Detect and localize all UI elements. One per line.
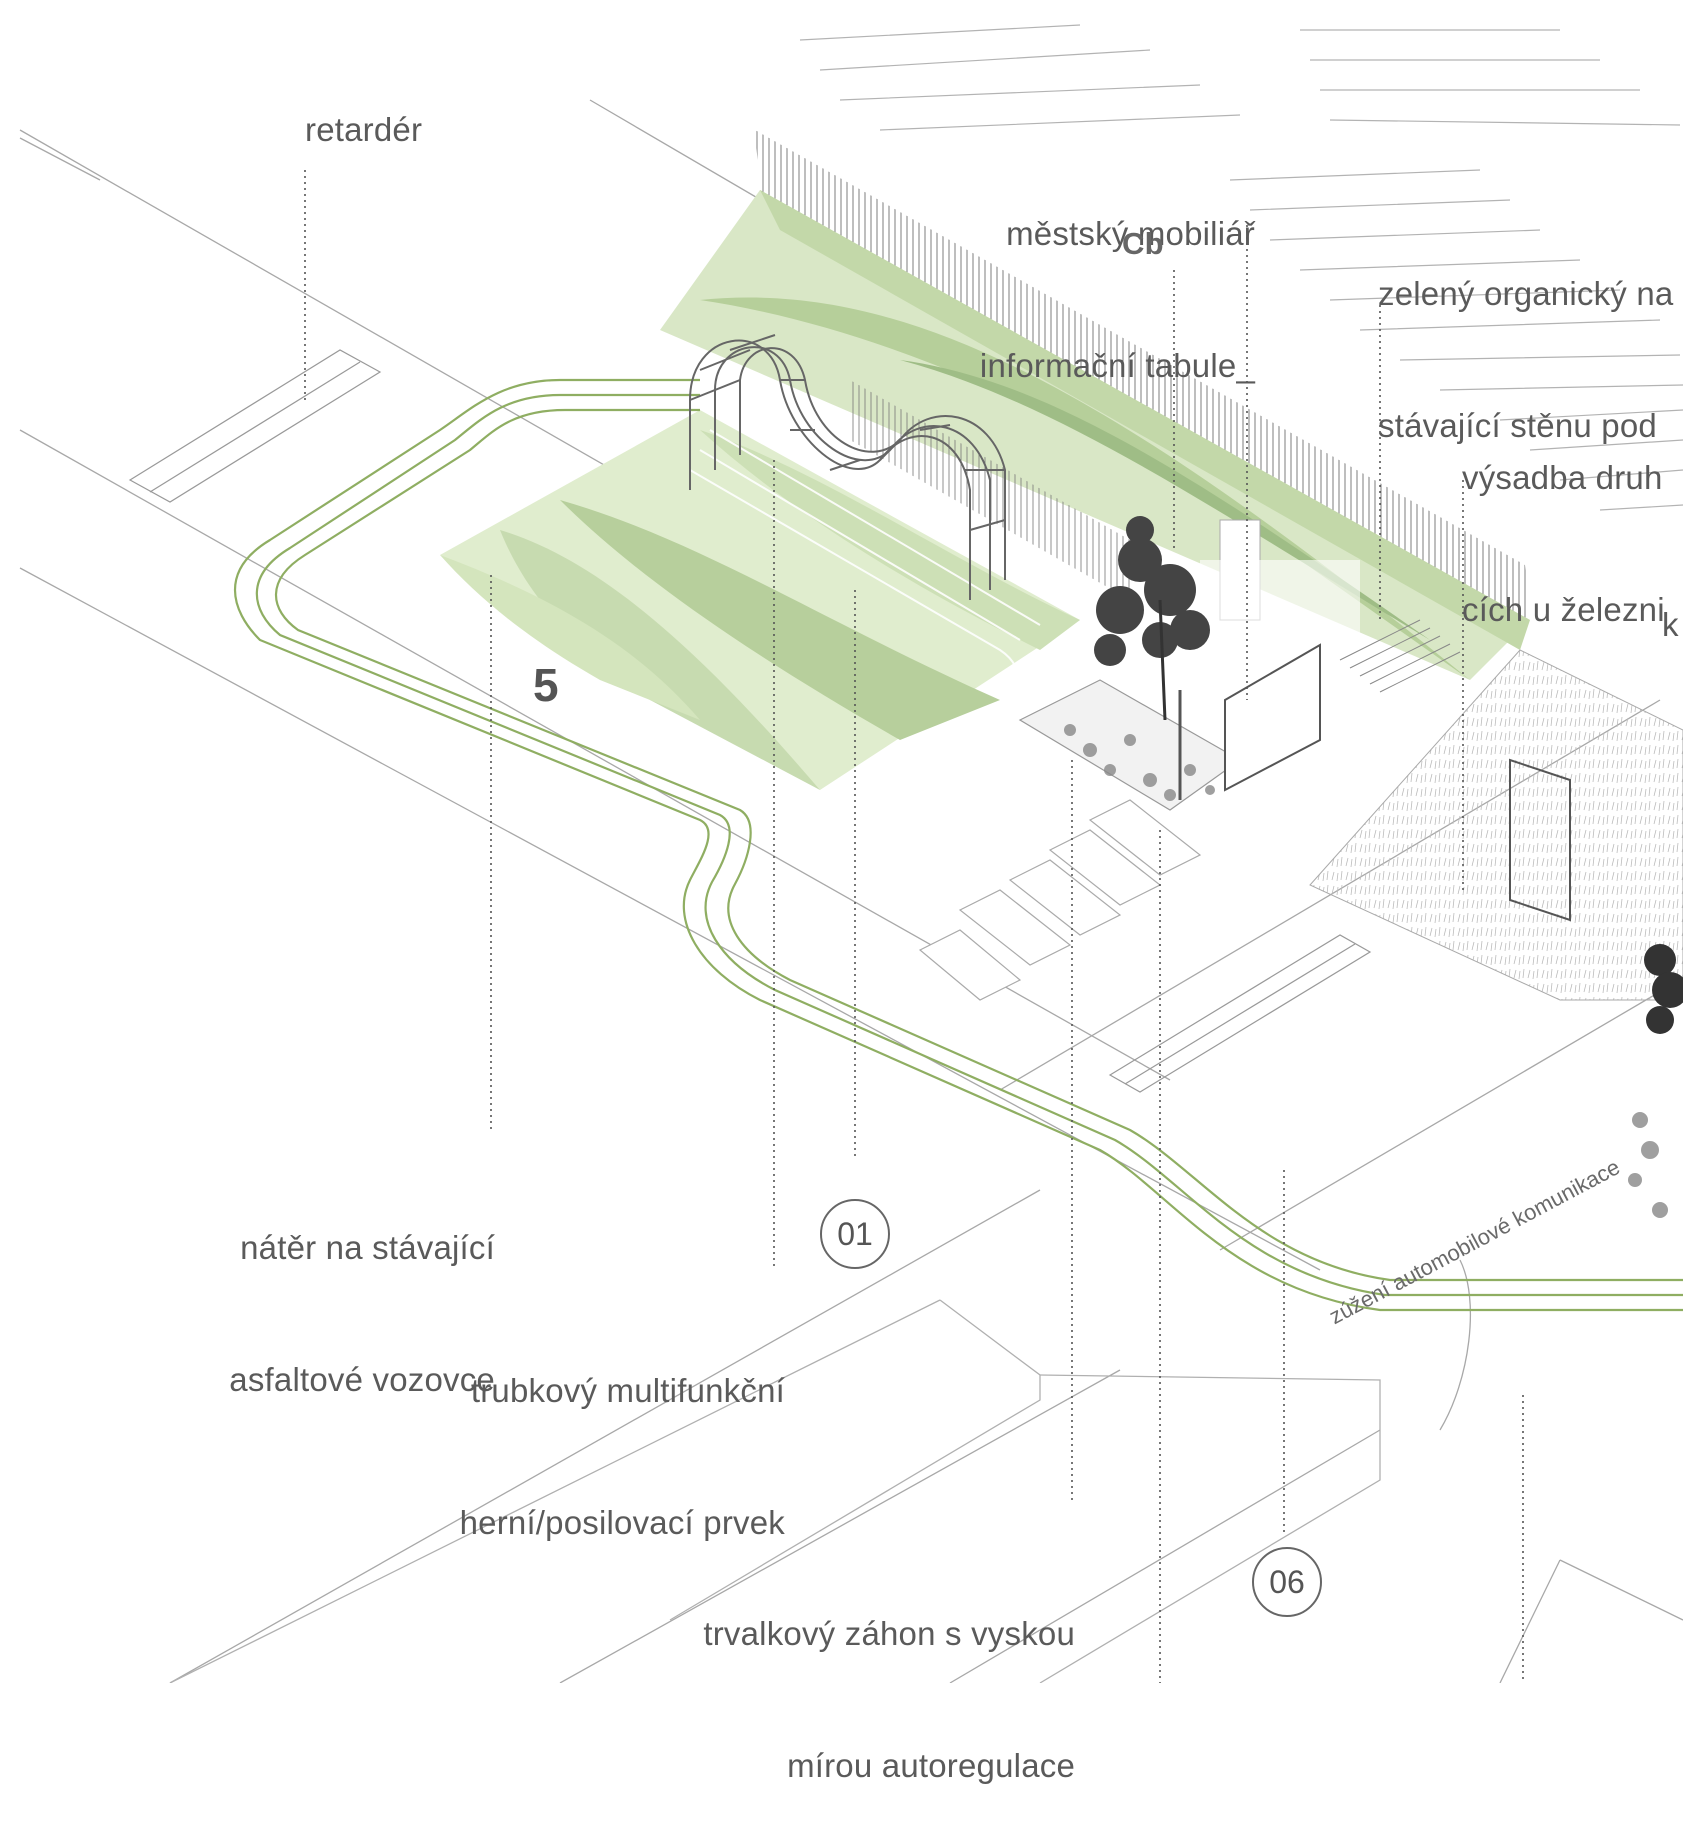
green-track (233, 378, 1683, 1312)
white-track (689, 429, 1041, 711)
axonometric-scene (19, 24, 1683, 1683)
label-mobiliar-line2: informační tabule_ (979, 347, 1255, 384)
label-trvalkovy: trvalkový záhon s vyskou mírou autoregul… (620, 1524, 1075, 1832)
label-nater: nátěr na stávající asfaltové vozovce (150, 1138, 495, 1446)
label-mobiliar: městský mobiliář informační tabule_ (935, 124, 1255, 432)
leader-lines (304, 170, 1524, 1683)
label-vysadba-line1: výsadba druh (1462, 459, 1663, 496)
play-element (689, 334, 1006, 600)
planter (1018, 516, 1321, 811)
zone-number: 5 (533, 659, 559, 711)
green-wall (660, 130, 1530, 693)
label-zeleny-line2: stávající stěnu pod (1378, 407, 1657, 444)
label-trubkovy: trubkový multifunkční herní/posilovací p… (380, 1281, 785, 1589)
parking-stripes (799, 24, 1683, 511)
speed-bump-right (1108, 934, 1372, 1093)
label-trubkovy-line1: trubkový multifunkční (470, 1372, 785, 1409)
label-mobiliar-code: Cb (1122, 226, 1164, 261)
meadow (1309, 649, 1683, 1218)
label-zeleny: zelený organický na stávající stěnu pod (1378, 184, 1673, 492)
speed-bump-left (128, 349, 382, 503)
label-vysadba-line2: cích u železni (1462, 591, 1665, 628)
label-nater-line1: nátěr na stávající (240, 1229, 495, 1266)
label-nater-line2: asfaltové vozovce (229, 1361, 495, 1398)
label-vysadba: výsadba druh cích u železni (1462, 368, 1665, 676)
marker-01: 01 (820, 1199, 890, 1269)
label-zeleny-line1: zelený organický na (1378, 275, 1674, 312)
label-trvalkovy-line2: mírou autoregulace (787, 1747, 1075, 1784)
crosswalk (918, 799, 1202, 1001)
marker-06: 06 (1252, 1547, 1322, 1617)
label-k: k (1662, 606, 1679, 643)
painted-asphalt (440, 410, 1080, 790)
label-retarder: retardér (305, 111, 423, 148)
label-trubkovy-line2: herní/posilovací prvek (459, 1504, 785, 1541)
building-block (169, 1299, 1381, 1683)
label-trvalkovy-line1: trvalkový záhon s vyskou (703, 1615, 1075, 1652)
label-mobiliar-line1: městský mobiliář (1006, 215, 1255, 252)
